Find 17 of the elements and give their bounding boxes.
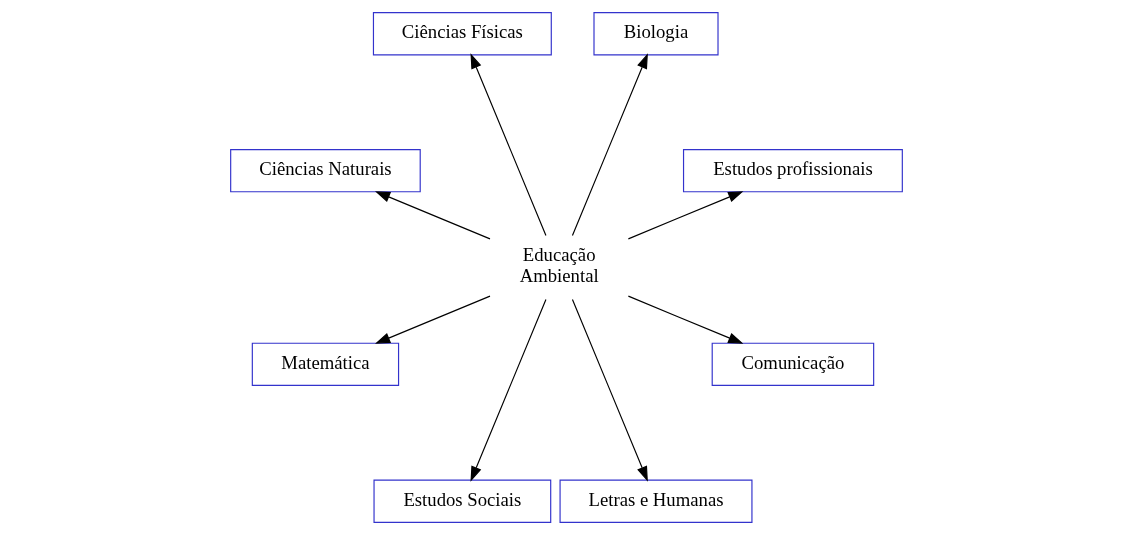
node-box: Biologia <box>592 12 719 56</box>
arrow <box>571 298 648 482</box>
arrow <box>470 298 546 482</box>
node-box: Matemática <box>251 342 399 386</box>
node-box: Letras e Humanas <box>559 479 753 523</box>
arrow <box>627 295 743 344</box>
arrow <box>374 295 491 344</box>
arrow <box>627 191 743 240</box>
node-box: Ciências Físicas <box>372 12 552 56</box>
node-text: Educação Ambiental <box>519 244 599 287</box>
node-box: Estudos Sociais <box>372 479 551 523</box>
node-box: Comunicação <box>711 342 874 386</box>
node-box: Estudos profissionais <box>682 149 903 193</box>
node-box: Ciências Naturais <box>229 149 421 193</box>
arrow <box>374 191 491 240</box>
arrow <box>470 53 546 237</box>
arrow <box>571 53 648 237</box>
